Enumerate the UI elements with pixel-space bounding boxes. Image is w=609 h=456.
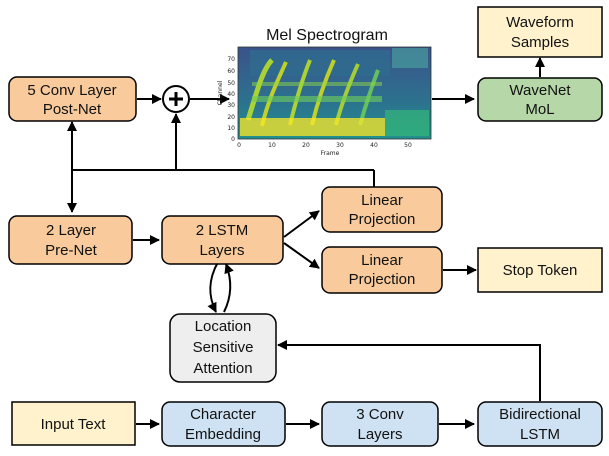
arrow-bilstm-to-attention [277, 340, 541, 401]
spectrogram-x-label: Frame [321, 150, 340, 157]
x-tick-20: 20 [302, 142, 310, 149]
y-tick-40: 40 [227, 91, 235, 98]
plus-icon [169, 92, 183, 106]
y-tick-50: 50 [227, 80, 235, 87]
svg-text:Stop Token: Stop Token [503, 262, 578, 279]
x-tick-50: 50 [404, 142, 412, 149]
spectrogram-frame [237, 46, 432, 140]
connectors [67, 57, 545, 429]
box-input-text: Input Text [11, 401, 136, 446]
arrow-attention-to-lstm [223, 263, 234, 313]
arrow-lstm-to-linear-bottom [283, 242, 320, 269]
x-tick-40: 40 [370, 142, 378, 149]
mel-spectrogram: Mel Spectrogram 0 10 20 30 40 [217, 27, 432, 157]
y-tick-0: 0 [231, 136, 235, 143]
y-tick-10: 10 [227, 125, 235, 132]
arrow-lstm-to-linear-top [283, 210, 320, 238]
x-tick-0: 0 [237, 142, 241, 149]
sum-node [162, 85, 190, 113]
spectrogram-image [238, 47, 431, 139]
svg-text:Input Text: Input Text [41, 416, 107, 433]
y-tick-70: 70 [227, 56, 235, 63]
y-tick-20: 20 [227, 114, 235, 121]
y-tick-60: 60 [227, 68, 235, 75]
spectrogram-title: Mel Spectrogram [266, 27, 388, 44]
box-stop-token: Stop Token [477, 247, 603, 293]
x-tick-10: 10 [268, 142, 276, 149]
arrow-lstm-to-attention [207, 261, 219, 313]
x-tick-30: 30 [336, 142, 344, 149]
y-tick-30: 30 [227, 102, 235, 109]
spectrogram-x-ticks: 0 10 20 30 40 50 [237, 142, 412, 149]
spectrogram-y-label: Channel [217, 80, 224, 105]
spectrogram-y-ticks: 0 10 20 30 40 50 60 70 [227, 56, 235, 143]
